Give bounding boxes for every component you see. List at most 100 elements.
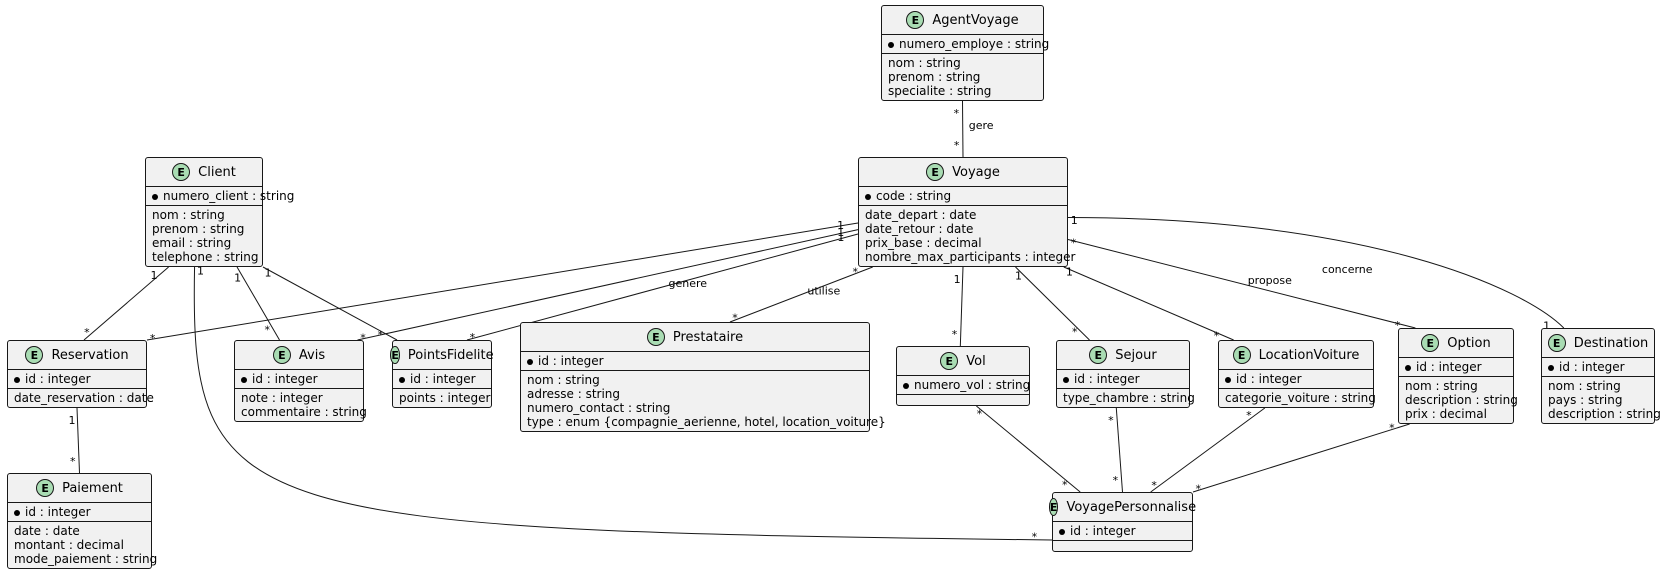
key-section: code : string [859, 186, 1067, 205]
entity-name: Paiement [62, 480, 123, 496]
entity-icon: E [1421, 334, 1440, 352]
attribute: specialite : string [888, 84, 992, 98]
cardinality-source: * [1071, 236, 1077, 249]
key-attribute-text: id : integer [410, 372, 476, 386]
cardinality-source: 1 [837, 226, 844, 239]
attribute: nom : string [152, 208, 225, 222]
cardinality-target: * [1395, 319, 1401, 332]
entity-name: Voyage [952, 164, 1000, 180]
key-bullet-icon [14, 509, 20, 516]
attribute: description : string [1548, 407, 1661, 421]
cardinality-target: * [1072, 326, 1078, 339]
key-attribute-text: numero_client : string [163, 189, 295, 203]
key-bullet-icon [14, 376, 20, 383]
key-bullet-icon [527, 358, 533, 365]
relation-label: utilise [807, 285, 840, 298]
entity-icon: E [940, 352, 959, 370]
key-section: id : integer [1057, 369, 1189, 388]
cardinality-target: * [1062, 478, 1068, 491]
entity-name: Avis [298, 347, 326, 363]
attribute: nom : string [1548, 379, 1621, 393]
cardinality-target: * [1113, 474, 1119, 487]
attribute: prenom : string [888, 70, 981, 84]
relation-line [262, 266, 398, 341]
entity-icon: E [172, 163, 191, 181]
cardinality-source: 1 [68, 414, 75, 427]
key-bullet-icon [1405, 364, 1411, 371]
key-attribute-text: id : integer [1236, 372, 1302, 386]
relation-line [357, 229, 859, 341]
attribute: email : string [152, 236, 232, 250]
key-bullet-icon [1063, 376, 1069, 383]
key-attribute: id : integer [14, 505, 145, 519]
attribute: type_chambre : string [1063, 391, 1195, 405]
cardinality-source: * [1108, 414, 1114, 427]
cardinality-source: 1 [1071, 214, 1078, 227]
cardinality-target: * [952, 328, 958, 341]
relation-line [959, 266, 964, 347]
relation-line [1115, 407, 1123, 493]
key-section: numero_vol : string [897, 375, 1030, 394]
key-attribute: numero_vol : string [903, 378, 1030, 392]
key-attribute: code : string [865, 189, 1061, 203]
cardinality-target: * [1214, 329, 1220, 342]
attribute: prenom : string [152, 222, 245, 236]
relation-line [83, 266, 169, 341]
attribute: categorie_voiture : string [1225, 391, 1376, 405]
cardinality-target: * [1151, 479, 1157, 492]
key-section: id : integer [1053, 521, 1192, 540]
relation-label: gere [969, 119, 994, 132]
entity-icon: E [390, 346, 400, 364]
entity-icon: E [906, 11, 925, 29]
entity-icon: E [25, 346, 44, 364]
relation-line [76, 407, 80, 474]
key-bullet-icon [903, 382, 909, 389]
attribute: note : integer [241, 391, 323, 405]
key-attribute: id : integer [1225, 372, 1367, 386]
key-bullet-icon [865, 193, 871, 200]
entity-name: AgentVoyage [932, 12, 1019, 28]
entity-icon: E [926, 163, 945, 181]
cardinality-source: 1 [234, 271, 241, 284]
key-attribute: numero_client : string [152, 189, 294, 203]
relation-line [236, 266, 280, 341]
entity-header: E AgentVoyage [882, 6, 1043, 34]
attribute: nom : string [527, 373, 600, 387]
attribute: mode_paiement : string [14, 552, 158, 566]
cardinality-source: 1 [1015, 269, 1022, 282]
key-attribute: id : integer [241, 372, 357, 386]
cardinality-source: 1 [954, 273, 961, 286]
attribute: nom : string [888, 56, 961, 70]
attribute: prix : decimal [1405, 407, 1487, 421]
key-attribute-text: id : integer [1070, 524, 1136, 538]
cardinality-source: 1 [197, 265, 204, 278]
key-attribute-text: id : integer [1559, 360, 1625, 374]
key-section: id : integer [8, 369, 146, 388]
attribute-section [1053, 540, 1192, 551]
key-bullet-icon [241, 376, 247, 383]
key-attribute-text: id : integer [25, 505, 91, 519]
relation-label: genere [669, 277, 708, 290]
key-attribute-text: id : integer [1074, 372, 1140, 386]
key-attribute-text: id : integer [538, 354, 604, 368]
cardinality-target: * [84, 326, 90, 339]
